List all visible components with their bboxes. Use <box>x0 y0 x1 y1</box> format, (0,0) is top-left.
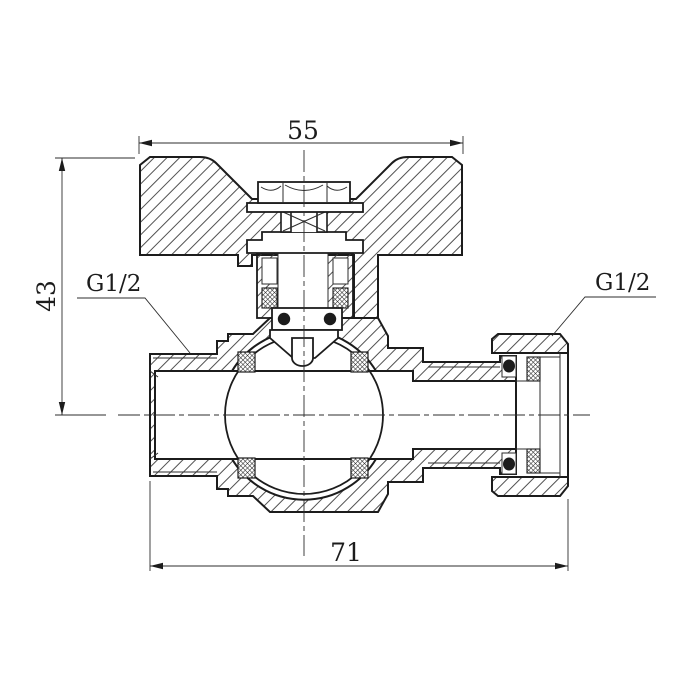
leader-line-right <box>551 296 656 337</box>
arrowhead-right <box>555 562 568 570</box>
bore-chamfer-bottom <box>149 452 159 460</box>
packing-left <box>261 287 278 309</box>
stem-post-right <box>316 210 328 233</box>
thread-label-right: G1/2 <box>551 270 656 337</box>
dim-value-bottom: 71 <box>330 538 362 567</box>
gland-pocket-left <box>261 257 278 285</box>
gasket-bottom <box>526 448 541 474</box>
stem-oring-right <box>323 312 337 326</box>
arrowhead-left <box>150 562 163 570</box>
arrowhead-left <box>139 139 152 147</box>
gasket-top <box>526 356 541 382</box>
seat-seal-top-left <box>237 351 256 373</box>
union-nut <box>491 333 569 497</box>
thread-size-left: G1/2 <box>86 271 141 297</box>
oring-bottom <box>503 457 515 471</box>
dimension-left: 43 <box>32 157 135 416</box>
oring-top <box>503 359 515 373</box>
leader-line-left <box>77 297 191 354</box>
stem-post-left <box>280 210 292 233</box>
stem-bore <box>278 253 328 309</box>
gland-pocket-right <box>332 257 349 285</box>
stem-tang <box>291 337 314 367</box>
seat-seal-top-right <box>350 351 369 373</box>
arrowhead-right <box>450 139 463 147</box>
hex-nut-chamfer-left <box>260 185 282 191</box>
arrowhead-top <box>58 158 66 171</box>
centerlines <box>118 150 590 556</box>
packing-right <box>332 287 349 309</box>
dim-value-left: 43 <box>32 280 61 312</box>
hex-nut-chamfer-right <box>326 185 348 191</box>
seat-seal-bottom-right <box>350 457 369 479</box>
arrowhead-bottom <box>58 402 66 415</box>
handle-washer <box>246 202 364 213</box>
dim-value-top: 55 <box>287 116 319 145</box>
dimension-bottom: 71 <box>149 481 569 571</box>
bore-chamfer-top <box>149 370 159 378</box>
seat-seals <box>237 351 369 479</box>
thread-size-right: G1/2 <box>595 270 650 296</box>
union-nut-bottom-wall <box>491 476 569 497</box>
union-nut-top-wall <box>491 333 569 354</box>
bonnet-flange <box>246 231 364 254</box>
stem-assembly <box>246 181 364 367</box>
seat-seal-bottom-left <box>237 457 256 479</box>
thread-label-left: G1/2 <box>77 271 191 354</box>
stem-oring-left <box>277 312 291 326</box>
dimension-top: 55 <box>138 116 464 154</box>
